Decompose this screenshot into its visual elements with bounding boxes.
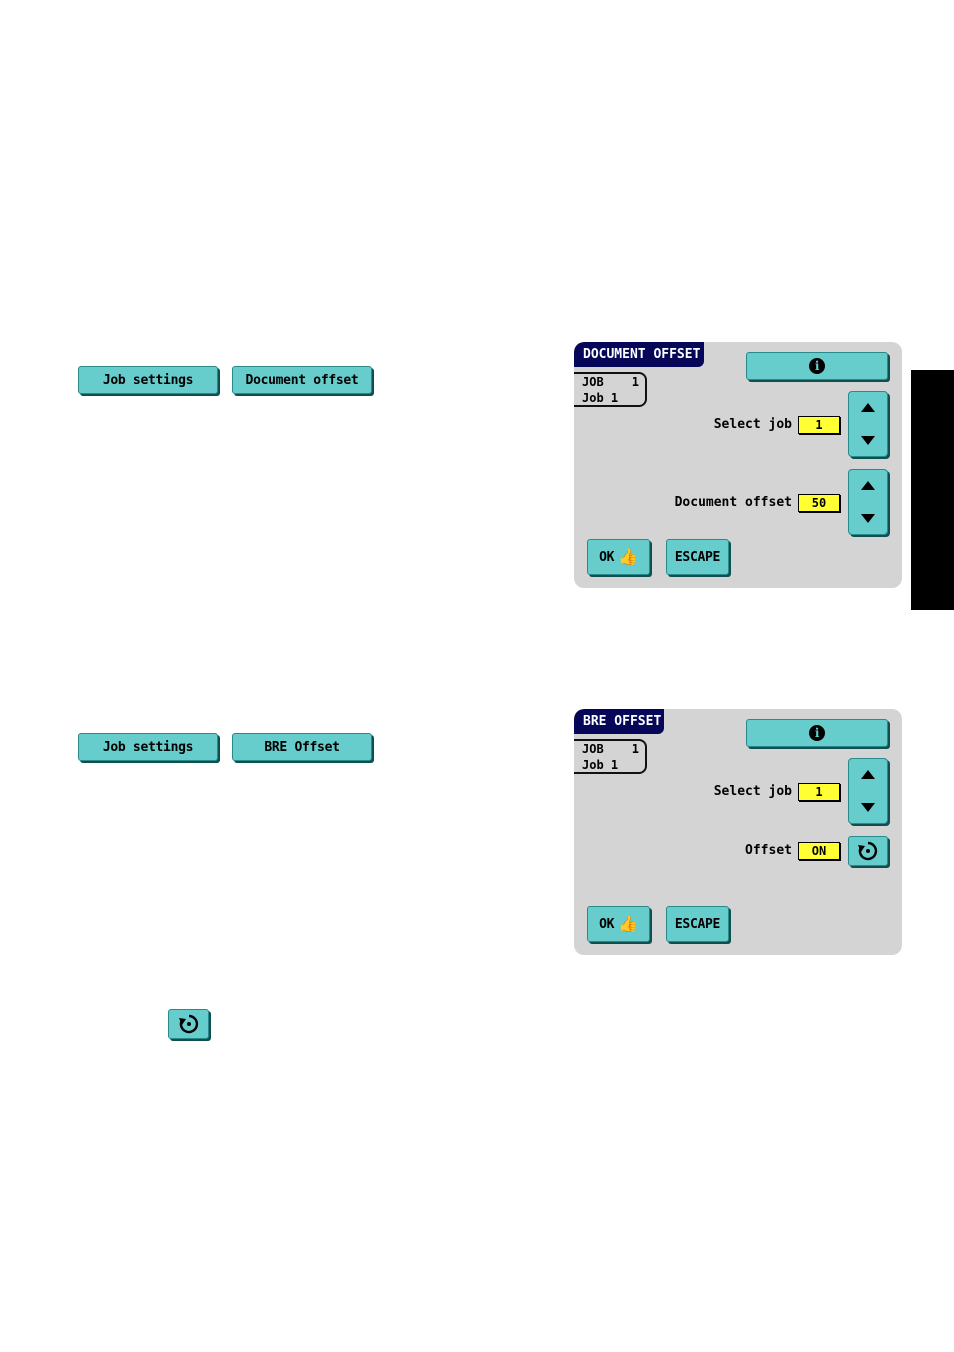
job-label: JOB — [582, 742, 604, 756]
arrow-down-icon[interactable] — [861, 436, 875, 445]
ok-label: OK — [599, 916, 615, 932]
job-indicator: JOB 1 Job 1 — [574, 372, 647, 407]
job-number: 1 — [631, 375, 639, 389]
select-job-updown[interactable] — [848, 758, 888, 824]
escape-button[interactable]: ESCAPE — [666, 539, 729, 575]
job-settings-button[interactable]: Job settings — [78, 733, 218, 761]
offset-label: Offset — [745, 843, 792, 858]
info-icon: i — [809, 358, 825, 374]
document-offset-button[interactable]: Document offset — [232, 366, 372, 394]
cycle-toggle-icon — [858, 841, 878, 861]
select-job-updown[interactable] — [848, 391, 888, 457]
info-button[interactable]: i — [746, 719, 888, 747]
panel-title: BRE OFFSET — [574, 709, 664, 734]
document-offset-label: Document offset — [674, 495, 792, 510]
ok-button[interactable]: OK 👍 — [587, 539, 650, 575]
select-job-field[interactable]: 1 — [798, 783, 840, 801]
arrow-down-icon[interactable] — [861, 803, 875, 812]
select-job-label: Select job — [713, 417, 792, 432]
arrow-up-icon[interactable] — [861, 403, 875, 412]
toggle-button[interactable] — [168, 1009, 209, 1039]
job-settings-button[interactable]: Job settings — [78, 366, 218, 394]
ok-label: OK — [599, 549, 615, 565]
job-label: JOB — [582, 375, 604, 389]
offset-field[interactable]: ON — [798, 842, 840, 860]
document-offset-panel: DOCUMENT OFFSET JOB 1 Job 1 i Select job… — [574, 342, 902, 588]
offset-toggle-button[interactable] — [848, 836, 888, 866]
section-side-tab — [911, 370, 954, 610]
arrow-down-icon[interactable] — [861, 514, 875, 523]
info-icon: i — [809, 725, 825, 741]
arrow-up-icon[interactable] — [861, 481, 875, 490]
escape-button[interactable]: ESCAPE — [666, 906, 729, 942]
job-number: 1 — [631, 742, 639, 756]
select-job-field[interactable]: 1 — [798, 416, 840, 434]
info-button[interactable]: i — [746, 352, 888, 380]
cycle-toggle-icon — [178, 1014, 198, 1034]
document-offset-updown[interactable] — [848, 469, 888, 535]
job-name: Job 1 — [582, 391, 619, 405]
job-indicator: JOB 1 Job 1 — [574, 739, 647, 774]
thumbs-up-icon: 👍 — [618, 914, 638, 933]
arrow-up-icon[interactable] — [861, 770, 875, 779]
job-name: Job 1 — [582, 758, 619, 772]
document-offset-field[interactable]: 50 — [798, 494, 840, 512]
ok-button[interactable]: OK 👍 — [587, 906, 650, 942]
thumbs-up-icon: 👍 — [618, 547, 638, 566]
bre-offset-panel: BRE OFFSET JOB 1 Job 1 i Select job 1 Of… — [574, 709, 902, 955]
bre-offset-button[interactable]: BRE Offset — [232, 733, 372, 761]
select-job-label: Select job — [713, 784, 792, 799]
panel-title: DOCUMENT OFFSET — [574, 342, 704, 367]
